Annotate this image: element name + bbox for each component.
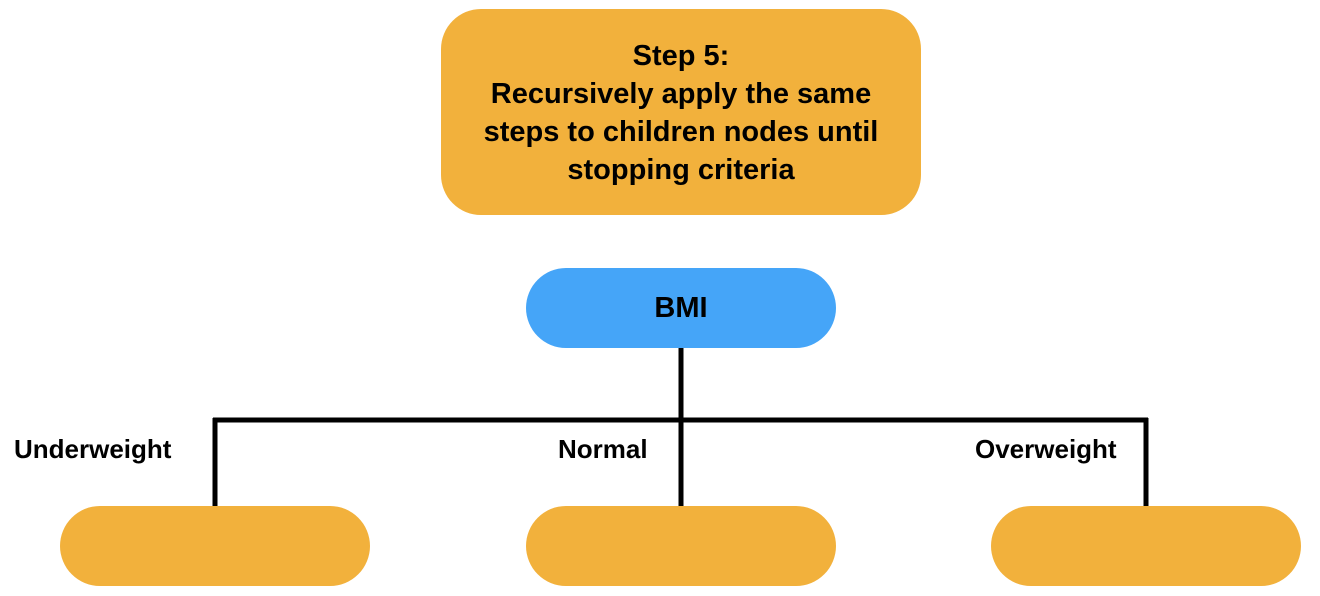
child-node-underweight — [60, 506, 370, 586]
step-line-1: Recursively apply the same — [490, 78, 872, 110]
branch-label-underweight: Underweight — [14, 434, 172, 464]
branch-label-normal: Normal — [558, 434, 648, 464]
root-node-bmi: BMI — [526, 268, 836, 348]
child-node-overweight — [991, 506, 1301, 586]
step-line-2: steps to children nodes until — [483, 116, 879, 148]
child-node-normal — [526, 506, 836, 586]
root-node-label: BMI — [654, 291, 708, 324]
step-description-box: Step 5: Recursively apply the same steps… — [441, 9, 921, 215]
step-title: Step 5: — [632, 40, 730, 72]
step-line-3: stopping criteria — [567, 154, 795, 186]
branch-label-overweight: Overweight — [975, 434, 1117, 464]
